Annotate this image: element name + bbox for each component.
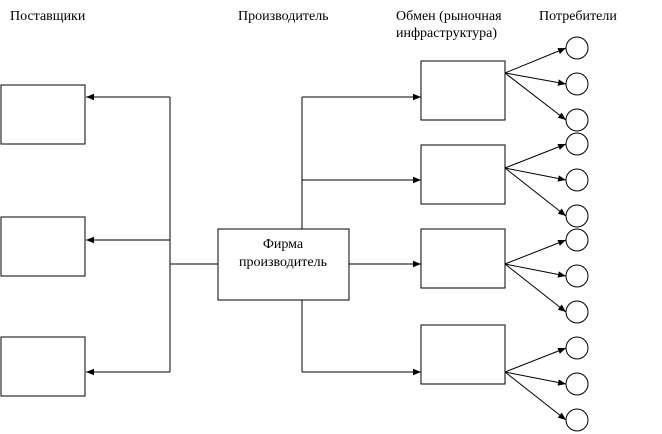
firm-box <box>217 228 350 301</box>
exchange-box <box>420 324 506 385</box>
supplier-box <box>0 216 86 277</box>
header-producer: Производитель <box>238 9 329 24</box>
arrow-to-consumer <box>504 72 567 86</box>
arrow-to-consumer <box>504 263 567 313</box>
arrow-to-consumer <box>504 167 567 217</box>
consumer-circle <box>565 372 589 396</box>
consumer-circle <box>565 36 589 60</box>
consumer-circle <box>565 300 589 324</box>
exchange-box <box>420 228 506 289</box>
consumer-circle <box>565 132 589 156</box>
firm-label-line2: производитель <box>239 255 327 270</box>
arrow-to-consumer <box>504 72 567 121</box>
exchange-box <box>420 60 506 121</box>
arrow-to-consumer <box>504 371 567 421</box>
header-suppliers: Поставщики <box>10 9 86 24</box>
consumer-circle <box>565 336 589 360</box>
consumer-circle <box>565 204 589 228</box>
supplier-box <box>0 336 86 397</box>
consumer-circle <box>565 168 589 192</box>
firm-label-line1: Фирма <box>263 237 304 252</box>
arrow-to-consumer <box>504 371 567 386</box>
consumer-circle <box>565 264 589 288</box>
header-exchange-line2: инфраструктура) <box>396 26 498 41</box>
header-exchange-line1: Обмен (рыночная <box>396 9 502 24</box>
arrow-to-consumer <box>504 263 567 278</box>
arrow-to-consumer <box>504 347 567 373</box>
consumer-circle <box>565 228 589 252</box>
consumer-circle <box>565 408 589 432</box>
arrow-to-consumer <box>504 239 567 265</box>
header-consumers: Потребители <box>539 9 617 24</box>
consumer-circle <box>565 108 589 132</box>
supplier-box <box>0 84 86 145</box>
arrow-to-consumer <box>504 143 567 169</box>
arrow-to-consumer <box>504 47 567 74</box>
exchange-box <box>420 144 506 205</box>
arrow-to-consumer <box>504 167 567 182</box>
consumer-circle <box>565 72 589 96</box>
